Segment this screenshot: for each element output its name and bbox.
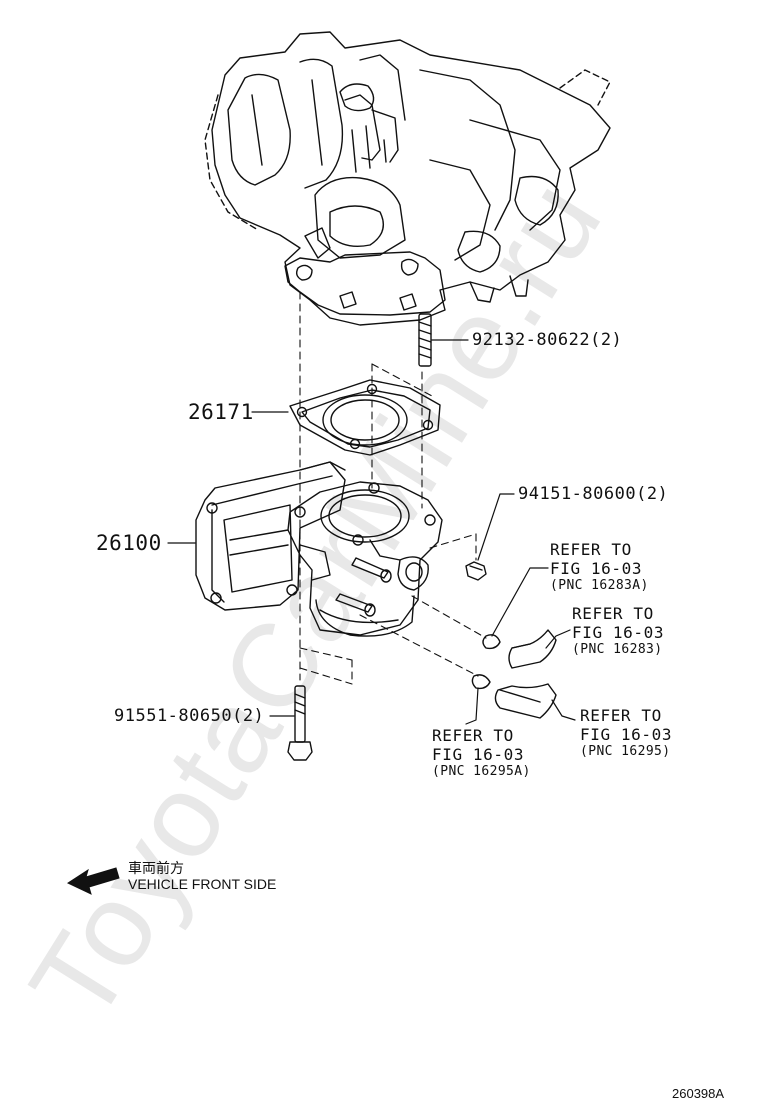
ref-line2: FIG 16-03	[432, 745, 525, 764]
gasket-26171	[251, 379, 441, 456]
alignment-lines	[299, 291, 487, 685]
intake-manifold	[204, 31, 611, 326]
nut-94151	[465, 493, 515, 581]
ref-line1: REFER TO	[580, 706, 662, 725]
ref-line1: REFER TO	[572, 604, 654, 623]
ref-block-16295: REFER TO FIG 16-03 (PNC 16295)	[580, 706, 672, 759]
direction-label-jp: 車両前方	[128, 860, 184, 876]
stud-92132	[418, 313, 469, 367]
ref-block-16283a: REFER TO FIG 16-03 (PNC 16283A)	[550, 540, 649, 593]
ref-pnc: (PNC 16295)	[580, 744, 671, 759]
ref-line2: FIG 16-03	[580, 725, 673, 744]
part-label-throttle-body: 26100	[96, 531, 162, 555]
ref-pnc: (PNC 16283A)	[550, 578, 649, 593]
ref-block-16283: REFER TO FIG 16-03 (PNC 16283)	[572, 604, 664, 657]
direction-label-en: VEHICLE FRONT SIDE	[128, 876, 277, 892]
part-label-bolt: 91551-80650(2)	[114, 706, 265, 726]
throttle-body-26100	[167, 461, 443, 637]
ref-line2: FIG 16-03	[550, 559, 643, 578]
ref-pnc: (PNC 16295A)	[432, 764, 531, 779]
ref-pnc: (PNC 16283)	[572, 642, 663, 657]
ref-block-16295a: REFER TO FIG 16-03 (PNC 16295A)	[432, 726, 531, 779]
figure-id: 260398A	[672, 1086, 725, 1101]
bolt-91551	[269, 685, 313, 761]
part-label-gasket: 26171	[188, 400, 254, 424]
part-label-stud: 92132-80622(2)	[472, 330, 623, 350]
ref-line1: REFER TO	[432, 726, 514, 745]
front-arrow-icon	[66, 867, 120, 895]
part-label-nut: 94151-80600(2)	[518, 484, 669, 504]
hoses	[465, 567, 576, 725]
ref-line1: REFER TO	[550, 540, 632, 559]
ref-line2: FIG 16-03	[572, 623, 665, 642]
